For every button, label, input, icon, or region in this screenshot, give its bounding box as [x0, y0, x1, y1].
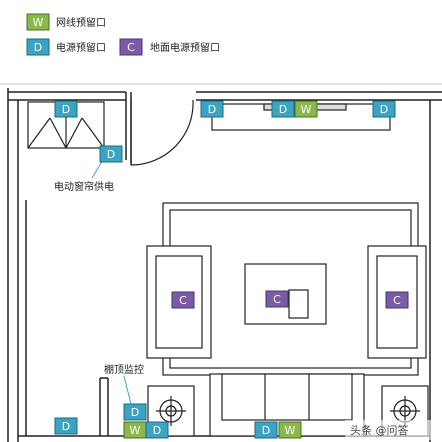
power-outlet-code: D	[380, 103, 388, 116]
sofa	[209, 373, 365, 437]
floor-power-outlet-marker	[171, 291, 195, 309]
network-outlet-code: W	[33, 16, 44, 29]
network-outlet-swatch	[26, 13, 50, 31]
floor-power-outlet-code: C	[127, 41, 135, 54]
power-outlet-marker	[254, 421, 278, 439]
curtain-leader-line	[91, 159, 104, 179]
network-outlet-label: 网线预留口	[56, 16, 106, 29]
power-outlet-code: D	[131, 406, 139, 419]
power-outlet-label: 电源预留口	[56, 41, 106, 54]
power-outlet-code: D	[153, 424, 161, 437]
floor-power-outlet-marker	[385, 291, 409, 309]
network-outlet-code: W	[285, 424, 296, 437]
power-outlet-marker	[271, 100, 295, 118]
curtain-power-note: 电动窗帘供电	[54, 180, 114, 193]
entry-door	[130, 99, 194, 166]
power-outlet-swatch	[26, 38, 50, 56]
power-outlet-marker	[372, 100, 396, 118]
floor-power-outlet-code: C	[179, 294, 187, 307]
right-armchair	[367, 245, 427, 359]
network-outlet-marker	[278, 421, 302, 439]
power-outlet-code: D	[62, 420, 70, 433]
watermark-text: 头条 @问答	[350, 423, 409, 437]
network-outlet-code: W	[301, 103, 312, 116]
power-outlet-marker	[200, 100, 224, 118]
network-outlet-code: W	[130, 424, 141, 437]
sofa-seat	[221, 373, 353, 421]
power-outlet-marker	[99, 145, 123, 163]
watermark: 头条 @问答	[345, 420, 440, 440]
ceiling-camera-note: 棚顶监控	[104, 363, 144, 376]
walls	[7, 88, 442, 442]
power-outlet-marker	[123, 403, 147, 421]
legend-power: D 电源预留口	[26, 38, 106, 56]
power-outlet-code: D	[34, 41, 42, 54]
floor-power-outlet-code: C	[273, 293, 281, 306]
floor-power-outlet-label: 地面电源预留口	[150, 41, 220, 54]
power-outlet-marker	[54, 417, 78, 435]
wardrobe-door-2	[49, 117, 67, 149]
legend-floor-power: C 地面电源预留口	[119, 38, 220, 56]
power-outlet-code: D	[262, 424, 270, 437]
legend-network: W 网线预留口	[26, 13, 106, 31]
power-outlet-code: D	[208, 103, 216, 116]
power-outlet-marker	[54, 100, 78, 118]
floor-power-outlet-marker	[265, 290, 289, 308]
coffee-table	[244, 263, 327, 325]
wardrobe-door-1	[27, 117, 51, 149]
door-swing-arc	[130, 99, 194, 166]
legend: W 网线预留口 D 电源预留口 C 地面电源预留口	[26, 13, 220, 56]
watermark-backdrop	[345, 420, 440, 440]
floor-power-outlet-swatch	[119, 38, 143, 56]
power-outlet-code: D	[62, 103, 70, 116]
wardrobe-door-3	[65, 117, 83, 149]
power-outlet-marker	[145, 421, 169, 439]
floor-power-outlet-code: C	[393, 294, 401, 307]
power-outlet-code: D	[107, 148, 115, 161]
outlet-markers: D D D D W D C C C D D W D	[54, 100, 409, 439]
power-outlet-code: D	[279, 103, 287, 116]
leader-lines	[91, 159, 132, 405]
network-outlet-marker	[294, 100, 318, 118]
left-armchair	[146, 245, 212, 359]
wardrobe-door-4	[81, 117, 105, 149]
camera-leader-line	[123, 375, 132, 405]
coffee-table-item	[288, 289, 309, 319]
